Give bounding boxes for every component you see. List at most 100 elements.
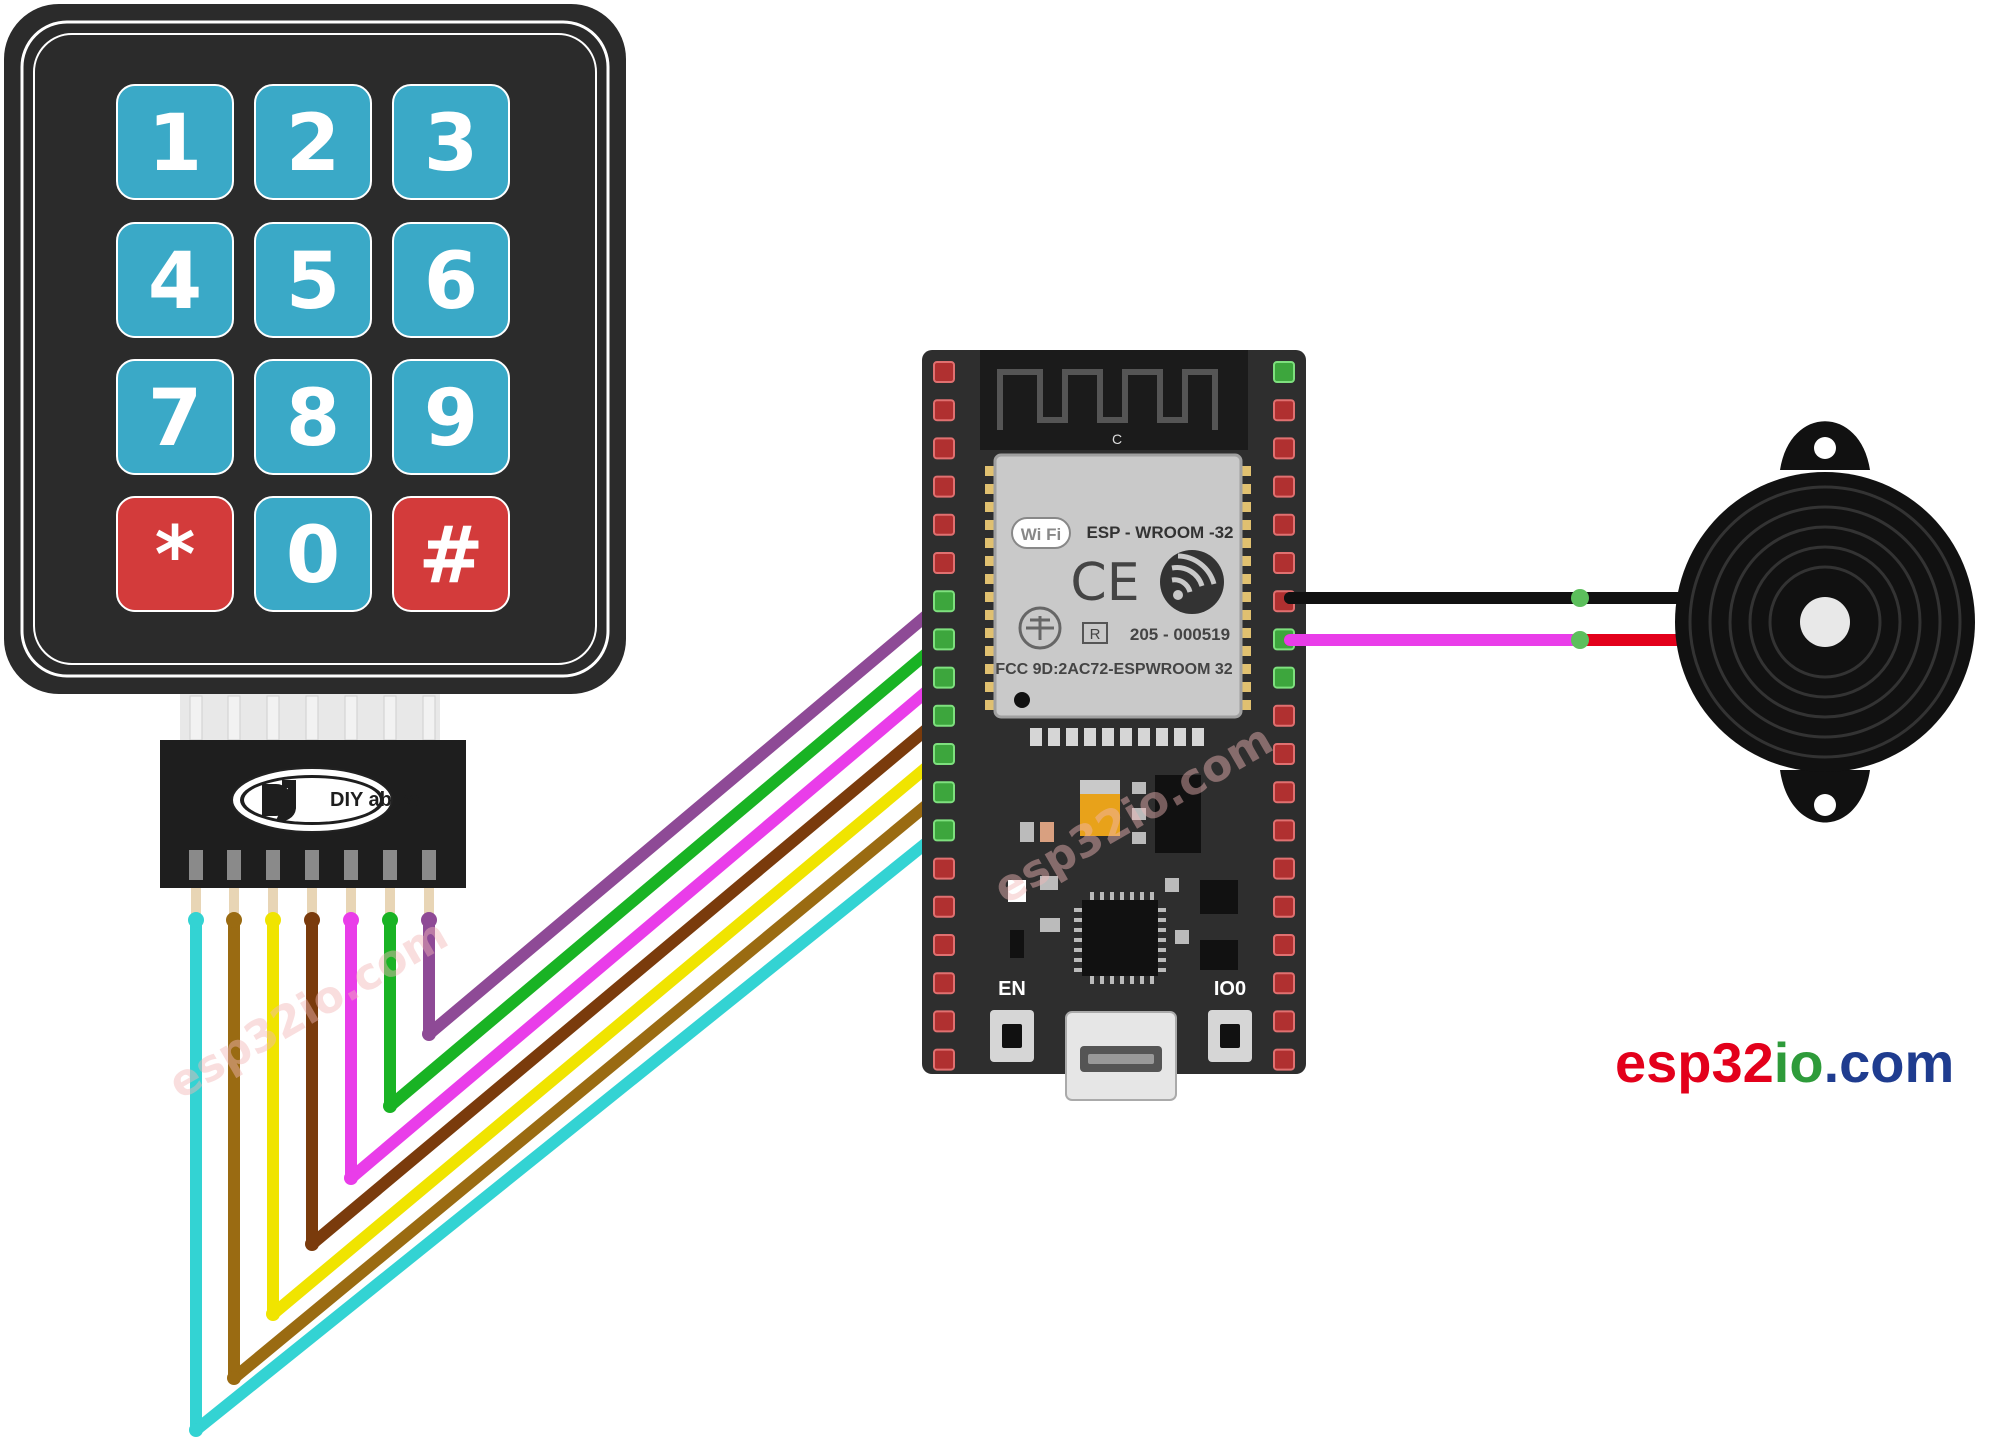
keypad-border-outer	[20, 20, 610, 678]
keypad-border-inner	[33, 33, 597, 665]
pad	[1138, 728, 1150, 746]
wire-bend	[344, 1171, 358, 1185]
key-3[interactable]: 3	[392, 84, 510, 200]
key-cap	[392, 222, 510, 338]
ribbon-trace	[383, 695, 397, 741]
pad	[985, 538, 997, 548]
pad	[1174, 728, 1186, 746]
key-8[interactable]: 8	[254, 359, 372, 475]
header-pin	[933, 437, 955, 460]
wire-end	[382, 912, 398, 928]
pad	[985, 682, 997, 692]
header-pin	[933, 972, 955, 995]
pin1-dot	[1014, 692, 1030, 708]
espressif-logo	[1160, 550, 1224, 614]
header-pin	[1273, 704, 1295, 727]
io0-label: IO0	[1214, 978, 1246, 1000]
wire-end	[304, 912, 320, 928]
header-pin	[933, 781, 955, 804]
module-bottom-pads	[1030, 728, 1204, 746]
ribbon-trace	[189, 695, 203, 741]
r-mark: R	[1090, 626, 1101, 643]
key-star[interactable]: *	[116, 496, 234, 612]
key-label: 2	[286, 99, 340, 189]
smd-components	[1008, 775, 1238, 970]
key-7[interactable]: 7	[116, 359, 234, 475]
antenna-label: C	[1112, 431, 1122, 447]
key-4[interactable]: 4	[116, 222, 234, 338]
key-9[interactable]: 9	[392, 359, 510, 475]
pad	[1156, 728, 1168, 746]
wire-bend	[189, 1423, 203, 1437]
pad	[1239, 556, 1251, 566]
r-box	[1082, 622, 1108, 644]
wire-end	[343, 912, 359, 928]
header-pin	[1273, 437, 1295, 460]
pad	[1120, 728, 1132, 746]
pad	[985, 700, 997, 710]
connector-pin	[266, 850, 280, 880]
connector-pin	[422, 850, 436, 880]
pad	[1239, 502, 1251, 512]
header-pin	[933, 361, 955, 383]
buzzer-grooves	[1688, 485, 1962, 759]
connector-pin	[383, 850, 397, 880]
key-5[interactable]: 5	[254, 222, 372, 338]
key-2[interactable]: 2	[254, 84, 372, 200]
io0-button[interactable]	[1208, 1010, 1252, 1062]
key-label: 7	[148, 374, 202, 464]
logo-text: DIY ables	[330, 789, 420, 811]
header-pin	[1273, 895, 1295, 918]
key-cap	[392, 496, 510, 612]
usb-uart-chip	[1074, 892, 1166, 984]
diyables-logo: DIY ables	[231, 767, 420, 833]
pad	[1239, 664, 1251, 674]
header-pin	[933, 552, 955, 574]
header-pin	[933, 666, 955, 689]
pad	[1102, 728, 1114, 746]
key-label: 3	[424, 99, 478, 189]
header-pin	[1273, 934, 1295, 956]
header-pin	[933, 590, 955, 613]
pad	[1239, 592, 1251, 602]
header-pin	[933, 399, 955, 422]
key-cap	[392, 359, 510, 475]
antenna-trace	[997, 369, 1218, 430]
ribbon-trace	[344, 695, 358, 741]
wifi-text: Wi Fi	[1021, 525, 1061, 544]
wire-bend	[422, 1027, 436, 1041]
pad	[1239, 610, 1251, 620]
key-0[interactable]: 0	[254, 496, 372, 612]
connector-pin	[189, 850, 203, 880]
pad	[1239, 646, 1251, 656]
pad	[985, 646, 997, 656]
ce-mark: CE	[1070, 553, 1139, 613]
en-button[interactable]	[990, 1010, 1034, 1062]
pad	[1239, 484, 1251, 494]
wifi-logo: Wi Fi	[1011, 517, 1071, 549]
connector-pin-leg	[424, 888, 434, 916]
pad	[1239, 700, 1251, 710]
groove	[1748, 545, 1902, 699]
key-cap	[392, 84, 510, 200]
brand-part1: esp32	[1615, 1031, 1774, 1094]
groove	[1768, 565, 1882, 679]
key-1[interactable]: 1	[116, 84, 234, 200]
ribbon-traces	[189, 695, 436, 741]
pad	[985, 592, 997, 602]
key-label: 9	[424, 374, 478, 464]
header-pin	[1273, 475, 1295, 498]
header-pin	[933, 895, 955, 918]
key-6[interactable]: 6	[392, 222, 510, 338]
wire-bend	[383, 1099, 397, 1113]
connector-pin-leg	[229, 888, 239, 916]
wire-end	[265, 912, 281, 928]
key-hash[interactable]: #	[392, 496, 510, 612]
connector-pin	[344, 850, 358, 880]
usb-port[interactable]	[1065, 1011, 1177, 1101]
header-pin	[933, 857, 955, 880]
key-cap	[116, 84, 234, 200]
key-cap	[254, 359, 372, 475]
